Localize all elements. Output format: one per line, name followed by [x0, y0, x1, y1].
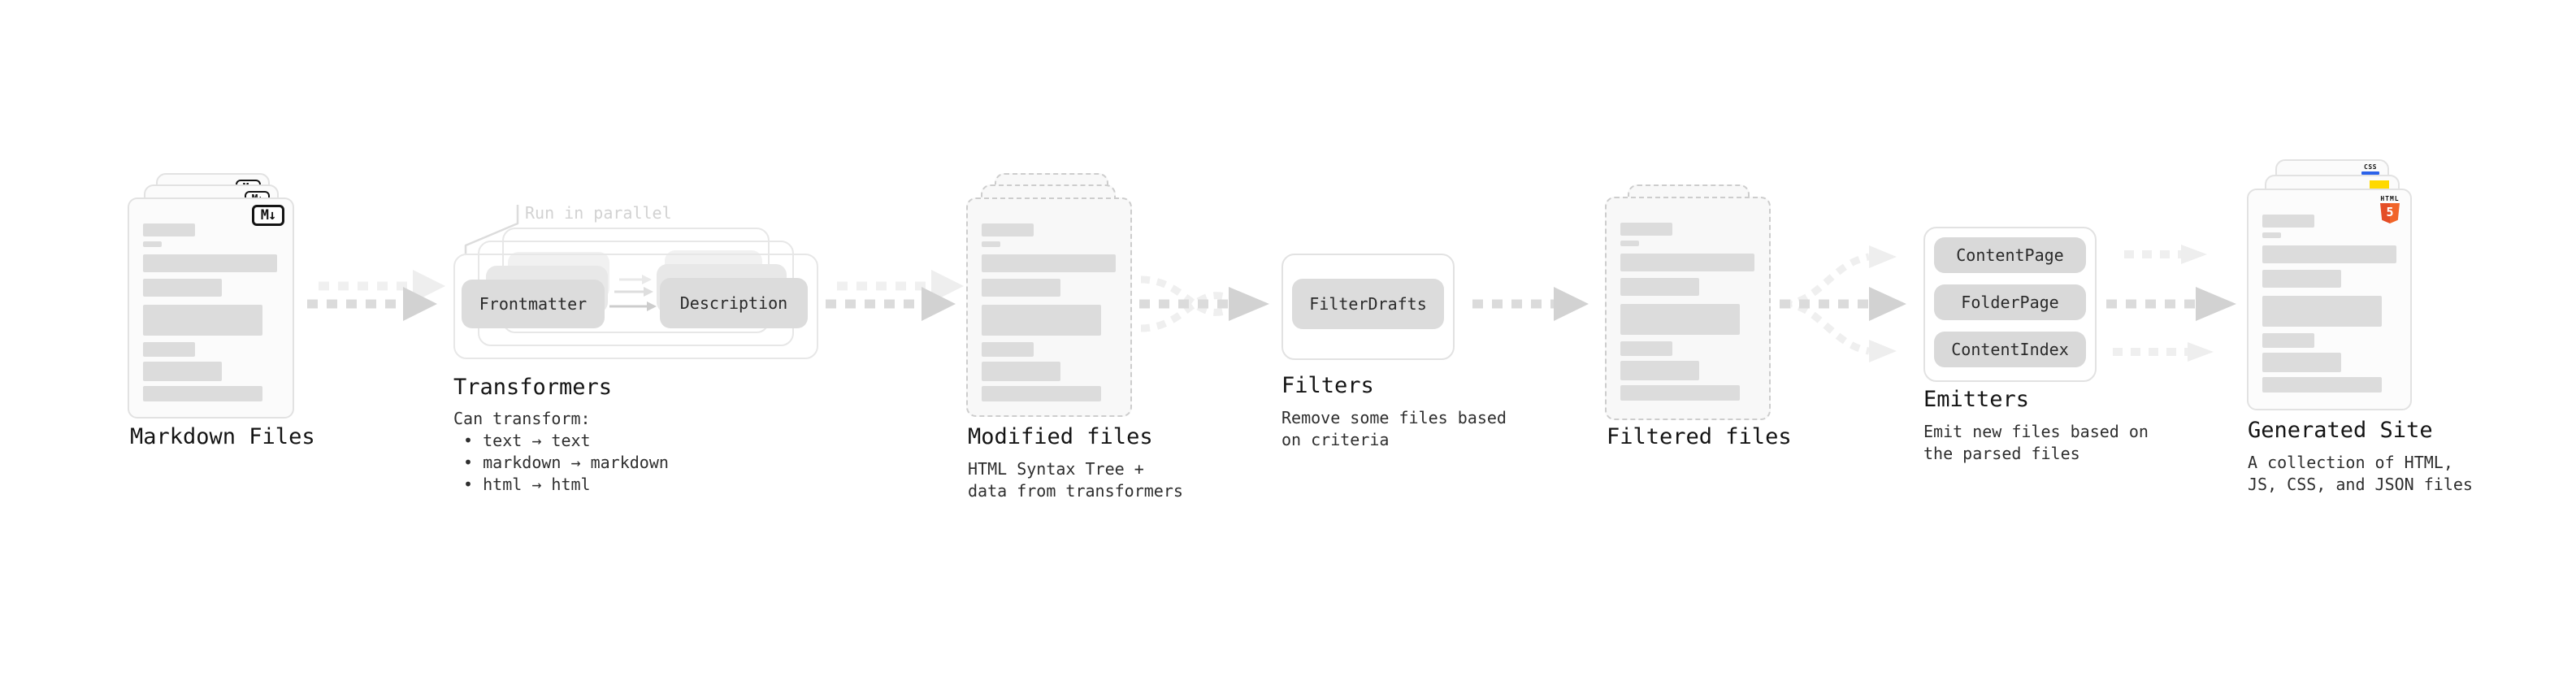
skeleton-line [2262, 245, 2396, 263]
transformer-layer-box-front [453, 254, 818, 359]
skeleton-line [143, 241, 162, 247]
flow-arrow-transformers-to-modified [826, 270, 964, 321]
filter-pill-filterdrafts: FilterDrafts [1292, 279, 1444, 329]
flow-arrow-filtered-to-emitters [1780, 245, 1906, 362]
stage-title-markdown-files: Markdown Files [130, 424, 315, 449]
skeleton-line [1620, 304, 1740, 335]
skeleton-line [2262, 333, 2314, 348]
generated-file-card-html: HTML 5 [2247, 189, 2412, 410]
skeleton-line [2262, 377, 2382, 393]
skeleton-line [982, 223, 1034, 236]
skeleton-line [2262, 232, 2281, 238]
skeleton-line [2262, 270, 2341, 288]
skeleton-line [143, 254, 277, 272]
js-icon [2370, 180, 2389, 189]
callout-line [464, 205, 519, 254]
emitters-description: Emit new files based on the parsed files [1923, 422, 2149, 463]
stage-title-emitters: Emitters [1923, 387, 2030, 412]
skeleton-line [143, 305, 262, 336]
filters-description: Remove some files based on criteria [1281, 408, 1507, 449]
flow-arrow-modified-to-filters [1139, 275, 1269, 332]
skeleton-line [982, 241, 1000, 247]
stage-title-generated-site: Generated Site [2248, 418, 2433, 443]
flow-arrow-emitters-to-generated [2106, 245, 2236, 362]
flow-arrow-markdown-to-transformers [307, 270, 445, 321]
skeleton-line [982, 279, 1060, 297]
css3-icon: CSS [2361, 164, 2379, 175]
skeleton-line [143, 362, 222, 381]
modified-files-description: HTML Syntax Tree + data from transformer… [968, 459, 1183, 501]
emitter-pill-folderpage: FolderPage [1934, 284, 2086, 320]
skeleton-line [2262, 215, 2314, 228]
skeleton-line [143, 223, 195, 236]
generated-site-description: A collection of HTML, JS, CSS, and JSON … [2248, 453, 2473, 494]
transformers-description: Can transform: • text → text • markdown … [453, 409, 669, 494]
transformer-pill-frontmatter: Frontmatter [462, 280, 605, 328]
stage-title-modified-files: Modified files [968, 424, 1153, 449]
emitter-pill-contentpage: ContentPage [1934, 237, 2086, 273]
flow-arrow-filters-to-filtered [1472, 287, 1589, 321]
html5-icon: HTML 5 [2379, 195, 2400, 223]
skeleton-line [982, 254, 1116, 272]
run-in-parallel-note: Run in parallel [525, 203, 672, 223]
skeleton-line [143, 342, 195, 357]
skeleton-line [1620, 241, 1639, 246]
markdown-icon: M↓ [252, 205, 284, 226]
stage-title-filters: Filters [1281, 373, 1374, 398]
parallel-arrows-icon [609, 275, 657, 311]
markdown-file-card-front: M↓ [128, 197, 294, 419]
skeleton-line [1620, 278, 1699, 296]
modified-file-card-front [966, 197, 1132, 417]
emitter-pill-contentindex: ContentIndex [1934, 332, 2086, 367]
filtered-file-card-front [1605, 197, 1771, 420]
skeleton-line [2262, 296, 2382, 327]
skeleton-line [1620, 341, 1672, 356]
skeleton-line [2262, 353, 2341, 372]
skeleton-line [1620, 223, 1672, 236]
skeleton-line [982, 342, 1034, 357]
stage-title-transformers: Transformers [453, 375, 613, 400]
skeleton-line [1620, 361, 1699, 380]
skeleton-line [1620, 254, 1754, 271]
skeleton-line [143, 386, 262, 401]
skeleton-line [982, 305, 1101, 336]
skeleton-line [1620, 385, 1740, 401]
transformer-pill-description: Description [660, 278, 808, 328]
stage-title-filtered-files: Filtered files [1607, 424, 1792, 449]
skeleton-line [143, 279, 222, 297]
skeleton-line [982, 386, 1101, 401]
skeleton-line [982, 362, 1060, 381]
